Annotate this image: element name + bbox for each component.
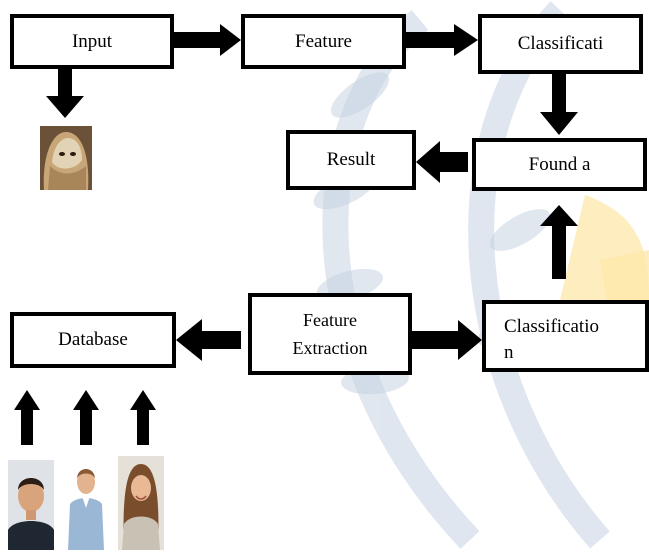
input-box: Input xyxy=(10,14,174,69)
arrow-feature-to-classification xyxy=(406,24,478,56)
classification-box-top: Classificati xyxy=(478,14,643,74)
feature-extraction-line1: Feature xyxy=(303,310,357,330)
arrow-feature-extraction-to-classification xyxy=(412,320,482,360)
arrow-photo3-to-database xyxy=(130,390,156,445)
feature-extraction-line2: Extraction xyxy=(292,338,368,358)
masked-person-photo xyxy=(40,126,92,190)
arrow-input-to-photo xyxy=(46,67,84,118)
feature-box: Feature xyxy=(241,14,406,69)
classification-top-label: Classificati xyxy=(517,33,604,54)
woman-photo xyxy=(118,456,164,550)
database-label: Database xyxy=(58,329,128,350)
classification-bottom-cut: n xyxy=(504,342,514,363)
found-label: Found a xyxy=(528,153,591,175)
man-photo xyxy=(8,460,54,550)
classification-bottom-label: Classificatio xyxy=(504,316,599,337)
found-box: Found a xyxy=(472,138,647,191)
arrow-photo2-to-database xyxy=(73,390,99,445)
input-label: Input xyxy=(71,30,113,52)
young-man-photo xyxy=(66,460,106,550)
arrow-feature-extraction-to-database xyxy=(176,319,241,361)
arrow-found-to-result xyxy=(416,141,468,183)
database-box: Database xyxy=(10,312,176,368)
result-box: Result xyxy=(286,130,416,190)
arrow-photo1-to-database xyxy=(14,390,40,445)
feature-label: Feature xyxy=(295,30,352,52)
arrow-classification-bottom-to-found xyxy=(540,205,578,279)
arrow-input-to-feature xyxy=(174,24,241,56)
result-label: Result xyxy=(326,149,376,170)
classification-box-bottom: Classificatio n xyxy=(482,300,649,372)
feature-extraction-box: Feature Extraction xyxy=(248,293,412,375)
arrow-classification-to-found xyxy=(540,74,578,135)
